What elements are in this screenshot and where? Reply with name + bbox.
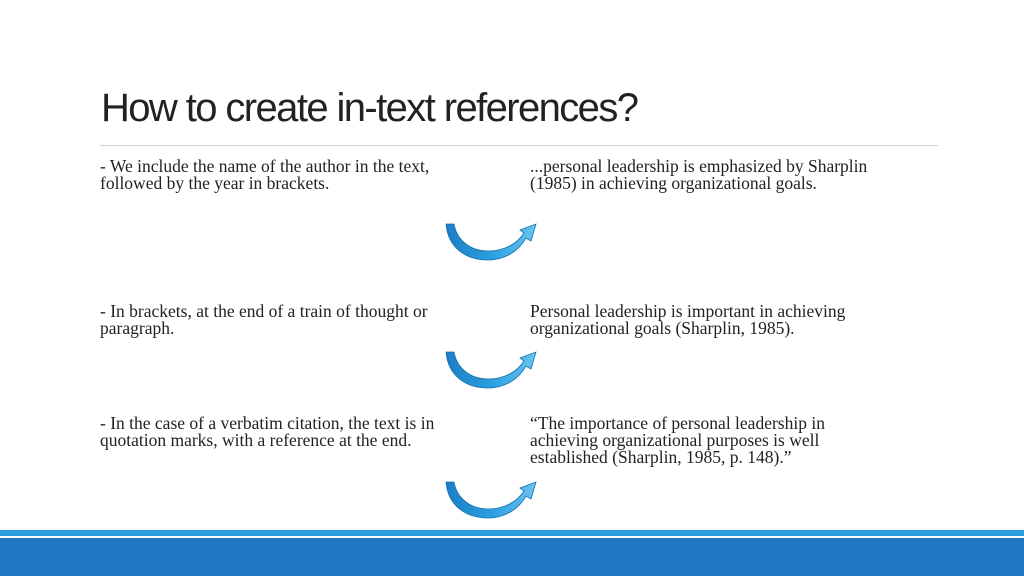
curved-arrow-icon: [445, 481, 537, 519]
text-line: - In brackets, at the end of a train of …: [100, 301, 428, 321]
title-divider: [100, 145, 938, 146]
text-line: followed by the year in brackets.: [100, 173, 330, 193]
rule-text-author-in-text: - We include the name of the author in t…: [100, 156, 430, 193]
text-line: quotation marks, with a reference at the…: [100, 430, 412, 450]
slide-title: How to create in-text references?: [101, 86, 639, 130]
curved-arrow-icon: [445, 351, 537, 389]
text-line: - We include the name of the author in t…: [100, 156, 430, 176]
curved-arrow-icon: [445, 223, 537, 261]
text-line: paragraph.: [100, 318, 175, 338]
text-line: established (Sharplin, 1985, p. 148).”: [530, 447, 792, 467]
text-line: organizational goals (Sharplin, 1985).: [530, 318, 795, 338]
text-line: achieving organizational purposes is wel…: [530, 430, 820, 450]
example-text-verbatim-citation: “The importance of personal leadership i…: [530, 413, 825, 467]
example-text-end-of-thought: Personal leadership is important in achi…: [530, 301, 846, 338]
footer-bar: [0, 538, 1024, 576]
text-line: Personal leadership is important in achi…: [530, 301, 846, 321]
text-line: - In the case of a verbatim citation, th…: [100, 413, 435, 433]
example-text-author-in-text: ...personal leadership is emphasized by …: [530, 156, 868, 193]
rule-text-verbatim-citation: - In the case of a verbatim citation, th…: [100, 413, 435, 450]
text-line: “The importance of personal leadership i…: [530, 413, 825, 433]
text-line: (1985) in achieving organizational goals…: [530, 173, 817, 193]
rule-text-end-of-thought: - In brackets, at the end of a train of …: [100, 301, 428, 338]
text-line: ...personal leadership is emphasized by …: [530, 156, 868, 176]
footer-accent-line: [0, 530, 1024, 536]
